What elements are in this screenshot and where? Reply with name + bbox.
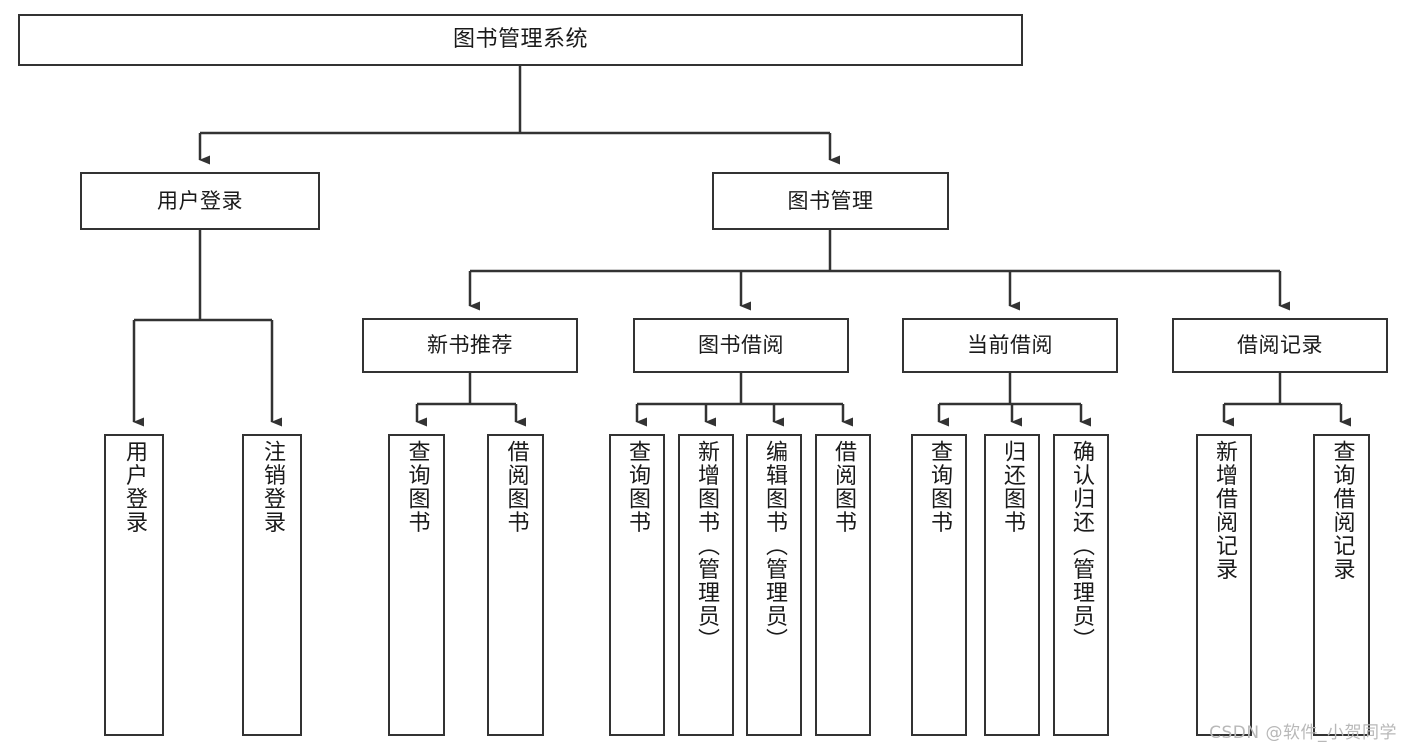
leaf-borrow-book-1-label: 借阅图书 — [503, 440, 529, 534]
node-new-book-rec-label: 新书推荐 — [427, 333, 513, 358]
leaf-user-login-label: 用户登录 — [121, 440, 147, 534]
leaf-query-book-3[interactable]: 查询图书 — [911, 434, 967, 736]
node-borrow-record[interactable]: 借阅记录 — [1172, 318, 1388, 373]
leaf-query-book-1[interactable]: 查询图书 — [388, 434, 445, 736]
leaf-query-book-1-label: 查询图书 — [404, 440, 430, 534]
leaf-edit-book[interactable]: 编辑图书（管理员） — [746, 434, 802, 736]
node-current-borrow[interactable]: 当前借阅 — [902, 318, 1118, 373]
leaf-query-book-2[interactable]: 查询图书 — [609, 434, 665, 736]
leaf-borrow-book-2[interactable]: 借阅图书 — [815, 434, 871, 736]
leaf-add-book-label: 新增图书（管理员） — [693, 440, 719, 652]
leaf-user-logout[interactable]: 注销登录 — [242, 434, 302, 736]
node-user-login[interactable]: 用户登录 — [80, 172, 320, 230]
leaf-add-record-label: 新增借阅记录 — [1211, 440, 1237, 581]
node-book-borrow-label: 图书借阅 — [698, 333, 784, 358]
node-book-borrow[interactable]: 图书借阅 — [633, 318, 849, 373]
leaf-return-book[interactable]: 归还图书 — [984, 434, 1040, 736]
node-borrow-record-label: 借阅记录 — [1237, 333, 1323, 358]
leaf-add-record[interactable]: 新增借阅记录 — [1196, 434, 1252, 736]
leaf-query-book-3-label: 查询图书 — [926, 440, 952, 534]
leaf-edit-book-label: 编辑图书（管理员） — [761, 440, 787, 652]
leaf-confirm-return[interactable]: 确认归还（管理员） — [1053, 434, 1109, 736]
node-book-manage[interactable]: 图书管理 — [712, 172, 949, 230]
leaf-add-book[interactable]: 新增图书（管理员） — [678, 434, 734, 736]
leaf-query-book-2-label: 查询图书 — [624, 440, 650, 534]
node-root[interactable]: 图书管理系统 — [18, 14, 1023, 66]
node-root-label: 图书管理系统 — [452, 27, 588, 53]
node-book-manage-label: 图书管理 — [787, 188, 874, 213]
node-user-login-label: 用户登录 — [157, 188, 243, 213]
node-current-borrow-label: 当前借阅 — [967, 333, 1053, 358]
leaf-borrow-book-2-label: 借阅图书 — [830, 440, 856, 534]
leaf-return-book-label: 归还图书 — [999, 440, 1025, 534]
node-new-book-rec[interactable]: 新书推荐 — [362, 318, 578, 373]
leaf-user-login[interactable]: 用户登录 — [104, 434, 164, 736]
leaf-query-record-label: 查询借阅记录 — [1329, 440, 1355, 581]
csdn-watermark: CSDN @软件_小贺同学 — [1209, 723, 1397, 743]
leaf-user-logout-label: 注销登录 — [259, 440, 285, 534]
leaf-query-record[interactable]: 查询借阅记录 — [1313, 434, 1370, 736]
leaf-confirm-return-label: 确认归还（管理员） — [1068, 440, 1094, 652]
leaf-borrow-book-1[interactable]: 借阅图书 — [487, 434, 544, 736]
